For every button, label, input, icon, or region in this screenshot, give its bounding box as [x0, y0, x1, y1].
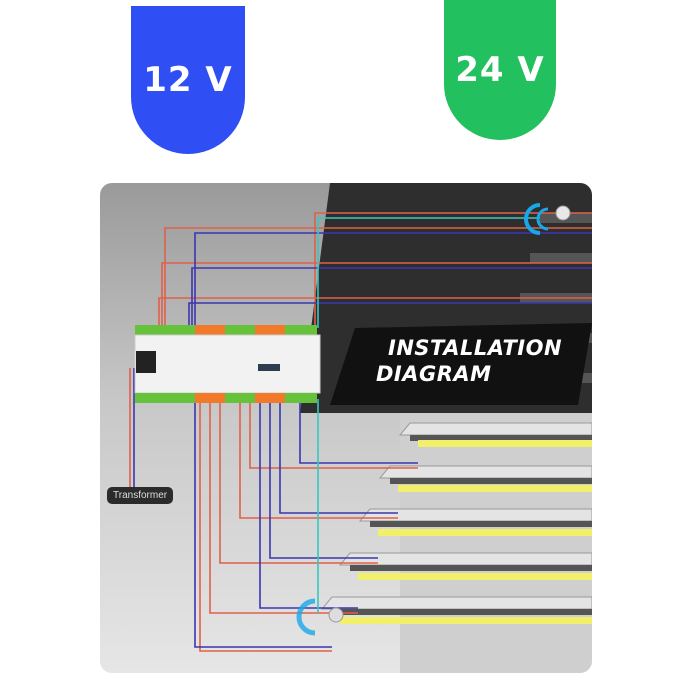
power-terminal [136, 351, 156, 373]
wiring [129, 212, 592, 652]
sensor-top [524, 203, 571, 235]
transformer-label: Transformer [107, 487, 174, 504]
badge-24v-label: 24 V [455, 50, 545, 90]
title-banner-bg [330, 323, 592, 405]
badge-12v-label: 12 V [143, 60, 233, 100]
title-line-1: INSTALLATION [388, 336, 563, 360]
staircase [320, 213, 592, 673]
installation-diagram-panel [100, 183, 592, 673]
title-line-2: DIAGRAM [376, 362, 492, 386]
controller-board [134, 325, 321, 403]
badge-24v: 24 V [444, 0, 556, 140]
sensor-bottom [296, 598, 344, 636]
led-strips [340, 440, 592, 624]
badge-12v: 12 V [131, 6, 245, 154]
diagram-graphic [129, 183, 592, 673]
diagram-title: INSTALLATION DIAGRAM [376, 335, 562, 387]
